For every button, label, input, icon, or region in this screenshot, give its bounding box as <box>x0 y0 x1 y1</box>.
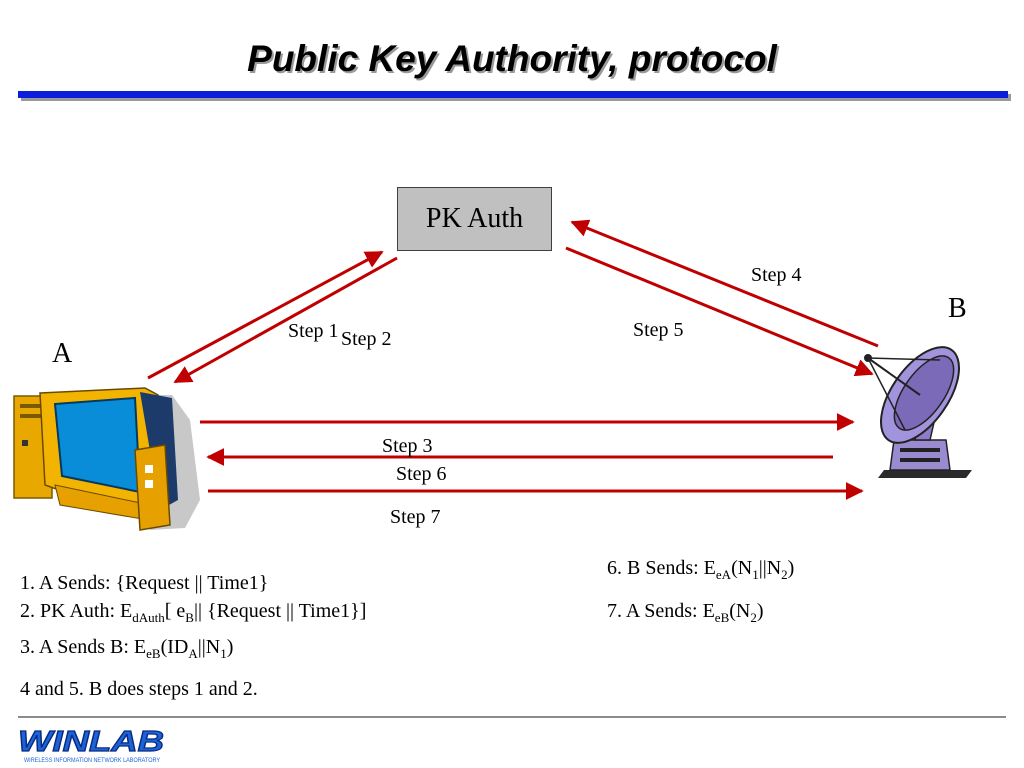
node-a-label: A <box>52 338 73 369</box>
step-6-label: Step 6 <box>396 463 447 485</box>
pk-auth-label: PK Auth <box>425 203 524 234</box>
svg-text:WINLAB: WINLAB <box>18 726 164 758</box>
node-b-label: B <box>948 293 967 324</box>
step-5-label: Step 5 <box>633 319 684 341</box>
step-7-label: Step 7 <box>390 506 441 528</box>
step-4-label: Step 4 <box>751 264 802 286</box>
step-3-label: Step 3 <box>382 435 433 457</box>
arrow-step-2 <box>173 256 398 384</box>
winlab-logo: WINLAB WIRELESS INFORMATION NETWORK LABO… <box>17 725 164 764</box>
footer-divider <box>18 716 1006 718</box>
desc-line-4: 4 and 5. B does steps 1 and 2. <box>20 678 258 700</box>
arrow-step-5 <box>565 246 874 377</box>
step-2-label: Step 2 <box>341 328 392 350</box>
desc-line-6: 6. B Sends: EeA(N1||N2) <box>607 557 795 582</box>
page-title: Public Key Authority, protocol <box>247 38 777 79</box>
arrow-step-1 <box>147 250 384 380</box>
svg-text:WIRELESS INFORMATION NETWORK L: WIRELESS INFORMATION NETWORK LABORATORY <box>24 758 160 764</box>
desc-line-3: 3. A Sends B: EeB(IDA||N1) <box>20 636 234 661</box>
title-divider <box>18 91 1008 98</box>
desc-line-2: 2. PK Auth: EdAuth[ eB|| {Request || Tim… <box>20 600 367 625</box>
desc-line-7: 7. A Sends: EeB(N2) <box>607 600 764 625</box>
arrow-step-4 <box>570 219 879 348</box>
step-1-label: Step 1 <box>288 320 339 342</box>
desc-line-1: 1. A Sends: {Request || Time1} <box>20 572 269 594</box>
pk-auth-box: PK Auth <box>397 187 552 251</box>
